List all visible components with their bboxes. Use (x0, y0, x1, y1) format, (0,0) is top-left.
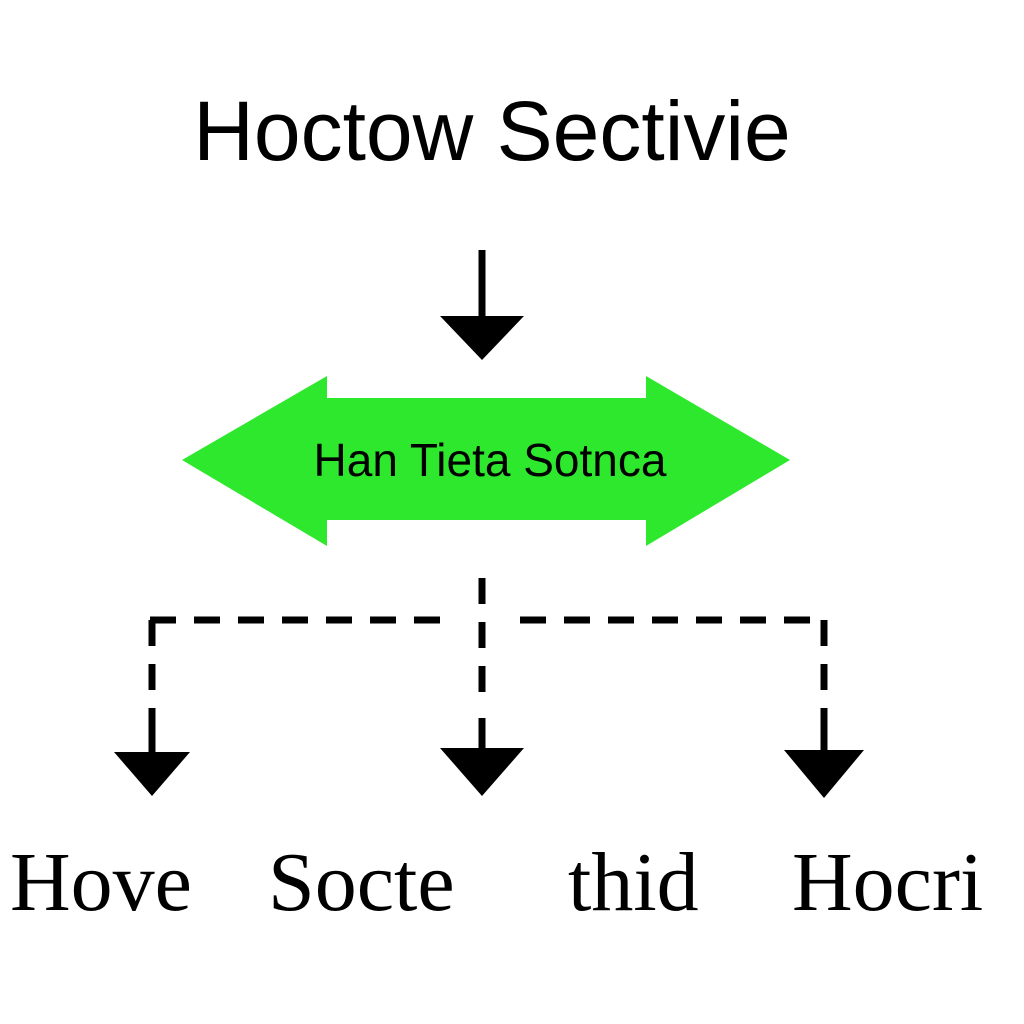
arrow-down-icon (440, 718, 524, 796)
bottom-label-2: Socte (268, 836, 455, 929)
arrow-down-icon (784, 718, 864, 798)
double-arrow-icon (182, 376, 790, 546)
bottom-label-3: thid (568, 836, 699, 929)
bottom-label-1: Hove (10, 836, 192, 929)
bottom-label-4: Hocri (792, 836, 983, 929)
center-label: Han Tieta Sotnca (314, 434, 667, 486)
top-title: Hoctow Sectivie (193, 84, 791, 178)
arrow-down-icon (440, 250, 524, 360)
arrow-down-icon (114, 725, 190, 796)
dashed-connector-tree (148, 578, 828, 740)
